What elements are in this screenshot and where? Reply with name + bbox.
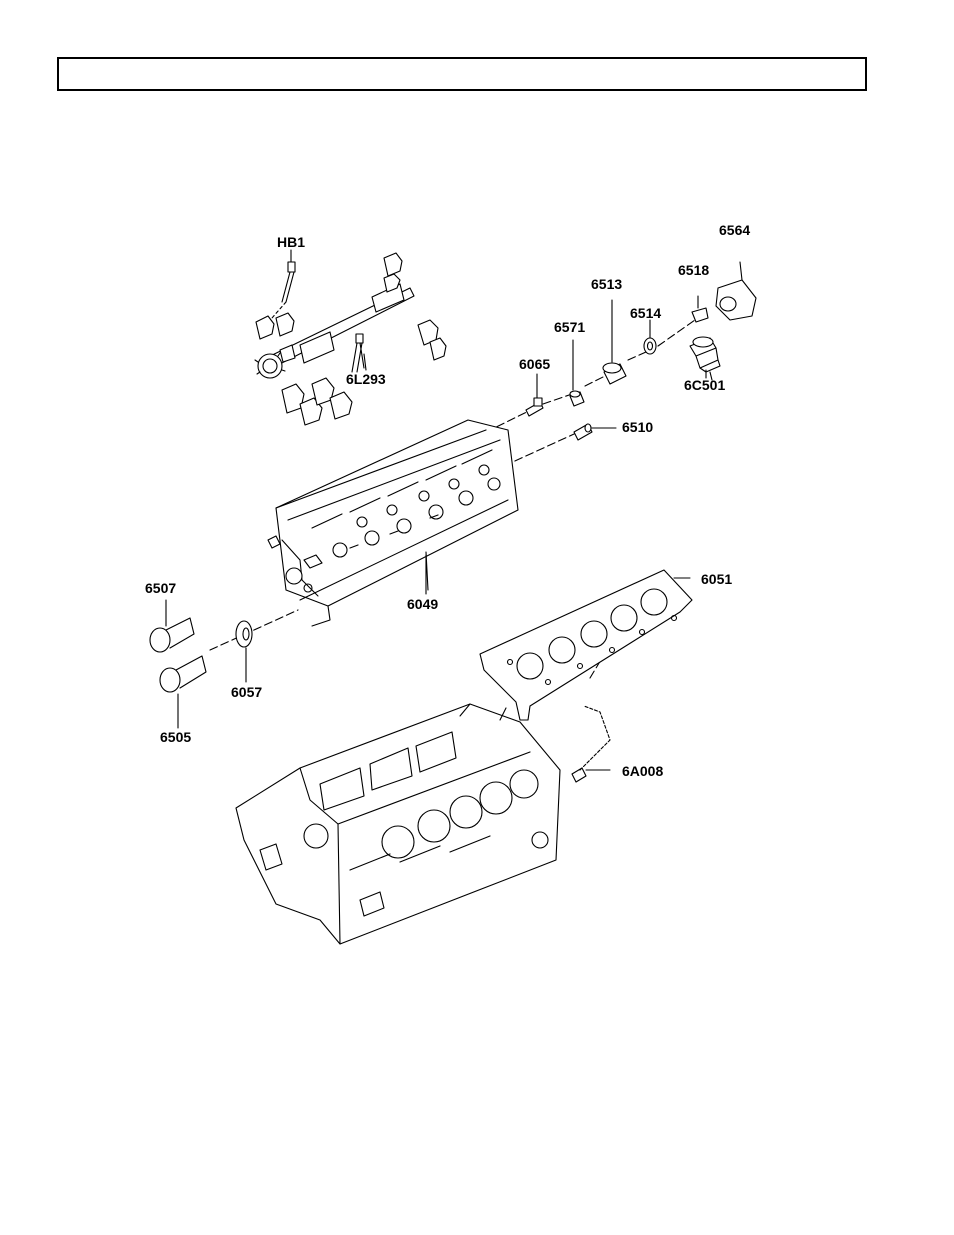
callout-6564: 6564: [719, 222, 750, 238]
callout-6513: 6513: [591, 276, 622, 292]
callout-hb1: HB1: [277, 234, 305, 250]
6057-seal: [236, 621, 252, 682]
6518-keeper: [692, 296, 708, 322]
6564-rocker: [716, 262, 756, 320]
callout-6507: 6507: [145, 580, 176, 596]
callout-6514: 6514: [630, 305, 661, 321]
callout-6l293: 6L293: [346, 371, 386, 387]
6049-cylinder-head: [268, 420, 518, 626]
6051-head-gasket: [480, 570, 692, 720]
engine-block: [236, 704, 560, 944]
hb1-bolt: [272, 250, 295, 318]
6507-intake-valve: [150, 600, 194, 652]
6505-exhaust-valve: [160, 656, 206, 728]
callout-6057: 6057: [231, 684, 262, 700]
6a008-plug: [572, 706, 610, 782]
callout-6049: 6049: [407, 596, 438, 612]
6065-bolt: [526, 374, 543, 416]
6l293-bolt: [352, 334, 364, 372]
6571-seal: [570, 340, 584, 406]
6c501-lifter: [690, 337, 720, 378]
roller-follower-cluster: [256, 253, 446, 425]
6510-guide: [574, 424, 616, 440]
callout-6c501: 6C501: [684, 377, 725, 393]
callout-6505: 6505: [160, 729, 191, 745]
callout-6051: 6051: [701, 571, 732, 587]
callout-6510: 6510: [622, 419, 653, 435]
callout-6571: 6571: [554, 319, 585, 335]
callout-6518: 6518: [678, 262, 709, 278]
callout-6065: 6065: [519, 356, 550, 372]
6514-seal: [644, 320, 656, 354]
6513-spring: [603, 300, 626, 384]
callout-6a008: 6A008: [622, 763, 663, 779]
